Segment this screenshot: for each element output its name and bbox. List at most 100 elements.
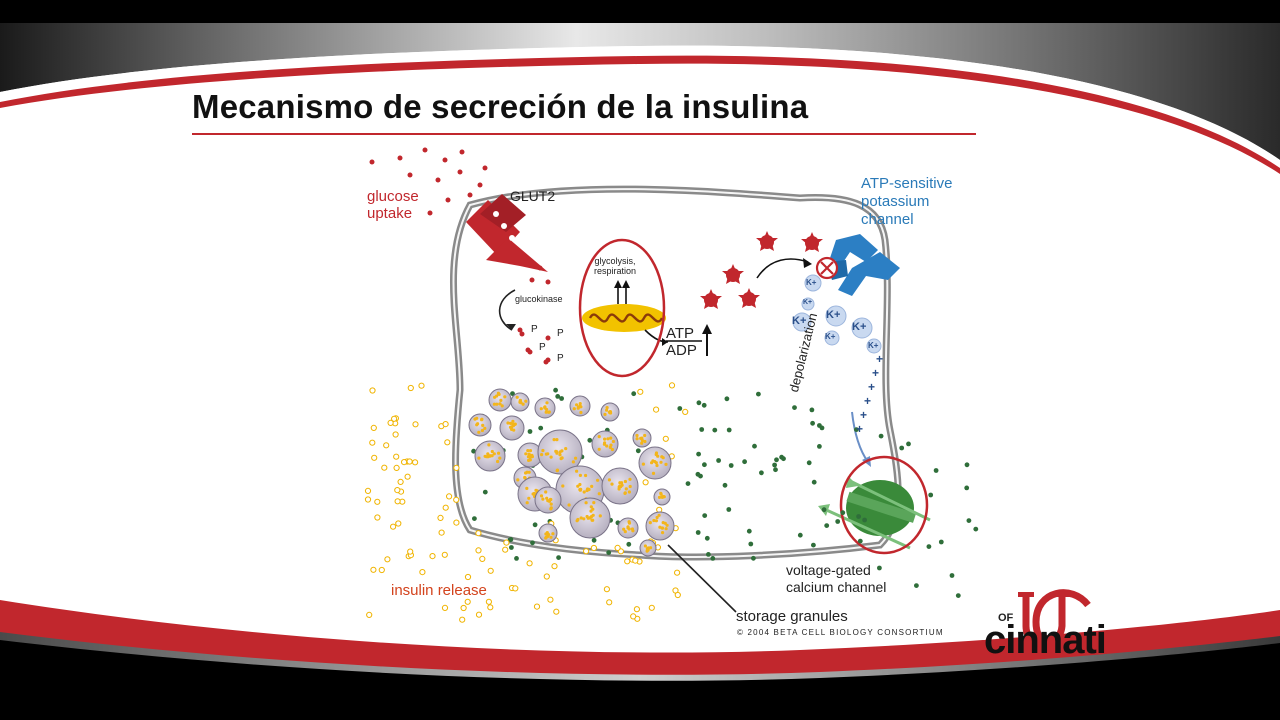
- calcium-ion: [966, 518, 972, 523]
- granule-insulin: [539, 494, 544, 498]
- granule-insulin: [499, 398, 503, 402]
- insulin-molecule: [442, 504, 449, 511]
- insulin-molecule: [407, 384, 414, 392]
- granule-insulin: [523, 475, 527, 480]
- calcium-ion: [914, 583, 919, 588]
- granule-insulin: [560, 456, 564, 460]
- granule-insulin: [476, 422, 480, 426]
- insulin-molecule: [369, 387, 376, 394]
- calcium-ion: [928, 492, 934, 498]
- insulin-molecule: [374, 498, 381, 505]
- insulin-molecule: [384, 556, 391, 563]
- insulin-molecules: [364, 382, 689, 623]
- insulin-molecule: [418, 382, 425, 389]
- insulin-molecule: [674, 569, 681, 576]
- granule-insulin: [635, 437, 639, 441]
- granule-insulin: [545, 407, 549, 412]
- granule-insulin: [477, 430, 481, 434]
- granule-insulin: [609, 411, 613, 415]
- granule-insulin: [575, 469, 579, 473]
- granule-insulin: [539, 407, 543, 411]
- insulin-molecule: [387, 419, 394, 426]
- granule-insulin: [617, 487, 621, 491]
- katp-channel: [815, 234, 900, 296]
- insulin-molecule: [446, 493, 453, 500]
- calcium-channel-highlight: [839, 455, 929, 555]
- granule-insulin: [651, 471, 656, 475]
- granule-insulin: [609, 436, 613, 440]
- insulin-molecule: [502, 546, 509, 553]
- phosphate-label-1: P: [531, 324, 538, 335]
- insulin-molecule: [395, 520, 402, 527]
- insulin-molecule: [406, 458, 413, 465]
- calcium-ion: [635, 448, 641, 454]
- granule-insulin: [532, 491, 536, 496]
- calcium-ion: [824, 523, 830, 528]
- granule-insulin: [587, 487, 591, 492]
- granule-insulin: [653, 460, 657, 464]
- granule-insulin: [655, 463, 659, 468]
- granule-insulin: [602, 442, 607, 446]
- calcium-ion: [779, 454, 784, 460]
- granule-insulin: [640, 436, 644, 440]
- granule-insulin: [605, 408, 609, 412]
- calcium-ion: [817, 444, 822, 449]
- granule-insulin: [643, 439, 647, 444]
- katp-label-line1: ATP-sensitive: [861, 175, 953, 192]
- granule-insulin: [578, 402, 582, 406]
- granule-insulin: [549, 535, 553, 539]
- granule-insulin: [664, 527, 668, 531]
- calcium-ion: [772, 462, 777, 468]
- calcium-ion: [559, 396, 564, 401]
- potassium-ions: [792, 274, 882, 354]
- granule-insulin: [661, 531, 665, 535]
- granule-insulin: [555, 469, 559, 473]
- granule-insulin: [589, 505, 593, 509]
- granule-insulin: [652, 518, 656, 523]
- mitochondrion-highlight: [578, 238, 666, 378]
- granule-insulin: [582, 517, 586, 521]
- copyright-label: © 2004 BETA CELL BIOLOGY CONSORTIUM: [737, 628, 944, 637]
- calcium-ion: [819, 425, 825, 431]
- granule-insulin: [649, 546, 653, 550]
- title-underline: [192, 133, 976, 135]
- granule-insulin: [620, 483, 624, 487]
- granule-insulin: [506, 421, 510, 425]
- calcium-ion: [722, 482, 728, 488]
- beta-cell-diagram: [364, 140, 985, 640]
- calcium-ion: [701, 402, 707, 408]
- granule-insulin: [500, 404, 504, 408]
- granule-insulin: [509, 421, 513, 425]
- katp-label-line2: potassium: [861, 193, 930, 210]
- calcium-ion: [555, 394, 561, 399]
- insulin-molecule: [371, 454, 378, 461]
- insulin-molecule: [364, 487, 372, 494]
- calcium-ion: [677, 406, 683, 411]
- insulin-molecule: [394, 487, 401, 494]
- k-ion-label-6: K+: [825, 332, 836, 341]
- glycolysis-label: glycolysis, respiration: [594, 256, 636, 276]
- granule-insulin: [486, 452, 490, 456]
- granule-insulin: [492, 402, 496, 406]
- granule-insulin: [578, 482, 582, 487]
- granule-insulin: [624, 487, 628, 491]
- calcium-ion: [773, 467, 778, 473]
- calcium-ion: [699, 427, 705, 432]
- calcium-ion: [591, 537, 597, 543]
- calcium-ion: [556, 555, 561, 560]
- insulin-molecule: [369, 439, 376, 446]
- granule-insulin: [561, 484, 565, 488]
- granule-insulin: [660, 455, 664, 459]
- calcium-ion: [631, 391, 637, 397]
- granule-insulin: [659, 491, 663, 495]
- insulin-molecule: [441, 551, 448, 558]
- calcium-ion: [748, 541, 754, 547]
- granule-insulin: [558, 453, 562, 457]
- granule-insulin: [564, 447, 568, 451]
- granule-insulin: [603, 412, 607, 416]
- granule-insulin: [547, 410, 551, 414]
- insulin-molecule: [460, 604, 467, 612]
- granule-insulin: [503, 395, 507, 399]
- calcium-ion: [702, 513, 708, 518]
- insulin-molecule: [453, 496, 460, 503]
